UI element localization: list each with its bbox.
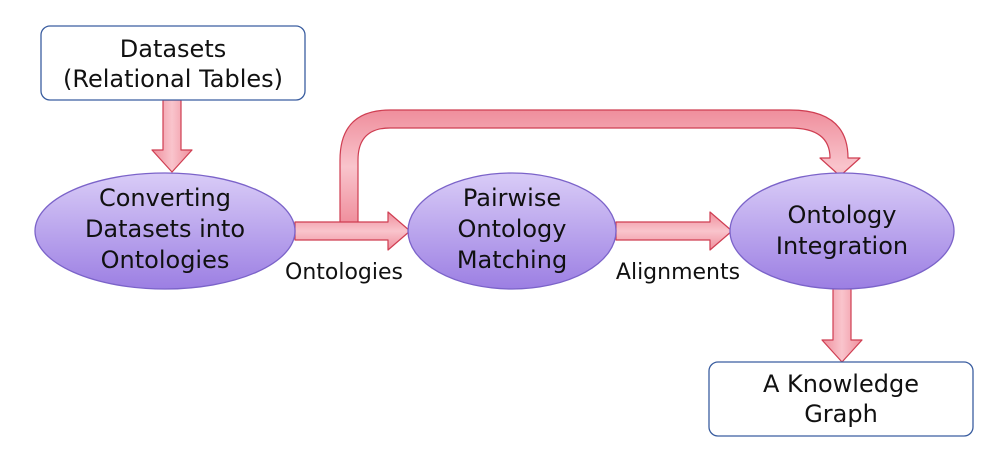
arrow-converting-to-matching — [294, 211, 411, 251]
arrow-integration-to-knowledge-graph — [821, 284, 863, 363]
matching-node — [407, 172, 617, 290]
integration-label-line1: Ontology — [788, 201, 897, 229]
knowledge-graph-label-line2: Graph — [804, 400, 878, 428]
arrow-datasets-to-converting — [151, 99, 193, 173]
converting-node — [34, 172, 296, 290]
integration-node — [729, 172, 955, 290]
matching-label-line1: Pairwise — [463, 184, 561, 212]
datasets-label-line1: Datasets — [120, 35, 227, 63]
knowledge-graph-label-line1: A Knowledge — [763, 370, 919, 398]
alignments-edge-label: Alignments — [616, 260, 740, 285]
integration-label-line2: Integration — [776, 232, 908, 260]
ontologies-edge-label: Ontologies — [285, 260, 403, 285]
matching-label-line3: Matching — [457, 246, 567, 274]
arrow-converting-to-integration-curved — [339, 109, 861, 225]
converting-label-line3: Ontologies — [101, 246, 230, 274]
converting-label-line2: Datasets into — [85, 215, 245, 243]
matching-label-line2: Ontology — [458, 215, 567, 243]
arrow-matching-to-integration — [615, 211, 733, 251]
datasets-box — [40, 25, 306, 101]
datasets-label-line2: (Relational Tables) — [63, 65, 283, 93]
converting-label-line1: Converting — [99, 184, 231, 212]
knowledge-graph-box — [708, 361, 974, 437]
